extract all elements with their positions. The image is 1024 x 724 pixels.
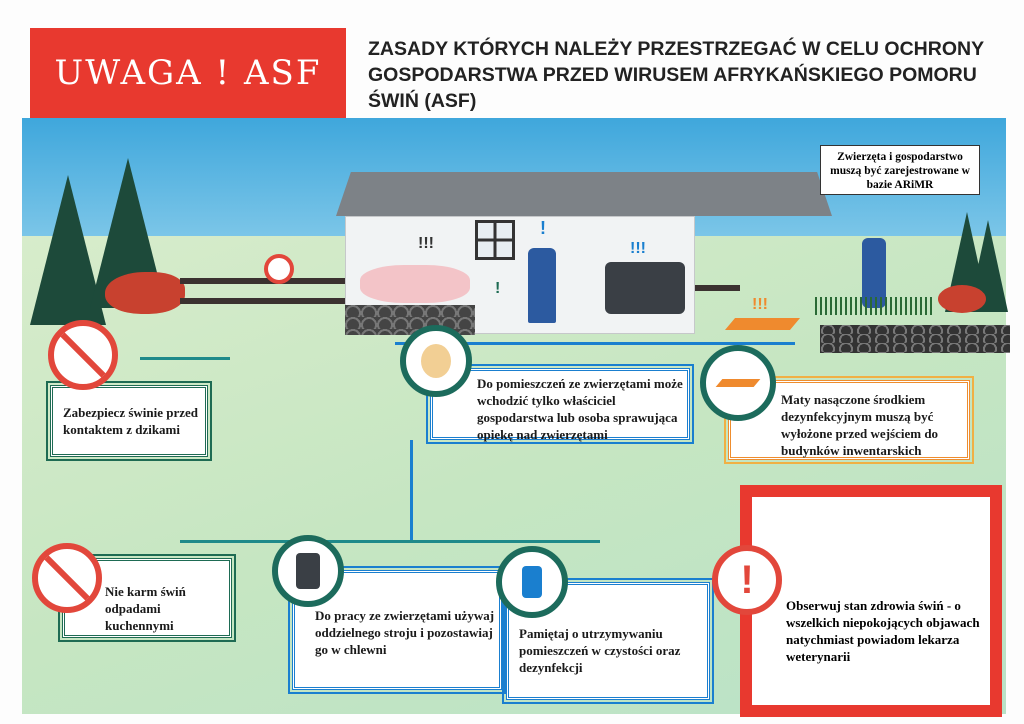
spray-bottle-icon	[496, 546, 568, 618]
registration-note: Zwierzęta i gospodarstwo muszą być zarej…	[820, 145, 980, 195]
tires-illustration	[820, 325, 1010, 353]
farmer-face-icon	[400, 325, 472, 397]
pigs-illustration	[360, 265, 470, 303]
exclamation-mark: !!!	[752, 296, 768, 313]
grass	[815, 297, 935, 315]
fence	[180, 278, 345, 284]
rule-text: Do pomieszczeń ze zwierzętami może wchod…	[477, 376, 683, 442]
disinfection-mat-icon	[700, 345, 776, 421]
connector-line	[410, 440, 413, 540]
warning-banner: UWAGA ! ASF	[30, 28, 346, 118]
connector-line	[395, 342, 795, 345]
rule-box-access: Do pomieszczeń ze zwierzętami może wchod…	[426, 364, 694, 444]
vet-illustration	[862, 238, 886, 308]
rule-box-health: Obserwuj stan zdrowia świń - o wszelkich…	[740, 485, 1002, 717]
disinfection-mat-illustration	[724, 318, 801, 330]
no-entry-sign-icon	[264, 254, 294, 284]
wild-boar-illustration	[105, 272, 185, 314]
barn-roof	[336, 172, 832, 216]
connector-line	[180, 540, 600, 543]
wild-boar-illustration	[938, 285, 986, 313]
connector-line	[140, 330, 230, 360]
exclamation-mark: !	[495, 280, 501, 297]
exclamation-mark: !	[540, 218, 546, 238]
fence	[180, 298, 345, 304]
banner-text: UWAGA ! ASF	[54, 53, 322, 93]
exclamation-icon: !	[712, 545, 782, 615]
rule-text: Obserwuj stan zdrowia świń - o wszelkich…	[786, 598, 980, 664]
farmer-illustration	[528, 248, 556, 323]
exclamation-mark: !!!	[418, 235, 434, 252]
fence	[695, 285, 740, 291]
work-clothes-illustration	[605, 262, 685, 314]
kitchen-waste-prohibited-icon	[32, 543, 102, 613]
rule-text: Pamiętaj o utrzymywaniu pomieszczeń w cz…	[519, 626, 681, 675]
work-clothes-icon	[272, 535, 344, 607]
rule-text: Nie karm świń odpadami kuchennymi	[105, 584, 186, 633]
rule-text: Zabezpiecz świnie przed kontaktem z dzik…	[63, 405, 199, 437]
exclamation-mark: !!!	[630, 240, 646, 257]
wild-boar-prohibited-icon	[48, 320, 118, 390]
rule-text: Do pracy ze zwierzętami używaj oddzielne…	[315, 608, 495, 657]
page-title: ZASADY KTÓRYCH NALEŻY PRZESTRZEGAĆ W CEL…	[368, 38, 984, 112]
rule-box-wild-boar: Zabezpiecz świnie przed kontaktem z dzik…	[46, 381, 212, 461]
barn-window	[475, 220, 515, 260]
rule-text: Maty nasączone środkiem dezynfekcyjnym m…	[781, 392, 939, 458]
